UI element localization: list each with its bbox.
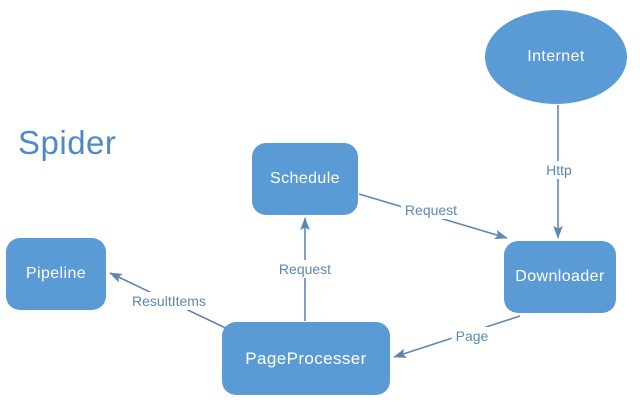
node-pageprocesser[interactable]: PageProcesser	[222, 322, 390, 395]
edge-label-resultitems: ResultItems	[128, 292, 210, 310]
node-downloader[interactable]: Downloader	[504, 241, 616, 313]
page-title: Spider	[18, 124, 117, 161]
node-schedule-label: Schedule	[270, 170, 340, 187]
node-downloader-label: Downloader	[515, 268, 605, 285]
node-pipeline-label: Pipeline	[25, 265, 87, 282]
edge-label-request-pageprocesser-schedule: Request	[274, 260, 336, 278]
node-internet[interactable]: Internet	[485, 10, 627, 104]
node-pipeline[interactable]: Pipeline	[6, 238, 106, 310]
edge-label-request-schedule-downloader: Request	[400, 201, 462, 219]
edge-label-http: Http	[542, 161, 576, 179]
node-schedule[interactable]: Schedule	[252, 143, 358, 215]
node-pageprocesser-label: PageProcesser	[245, 349, 367, 368]
node-internet-label: Internet	[527, 48, 585, 65]
edge-label-page: Page	[451, 327, 493, 345]
